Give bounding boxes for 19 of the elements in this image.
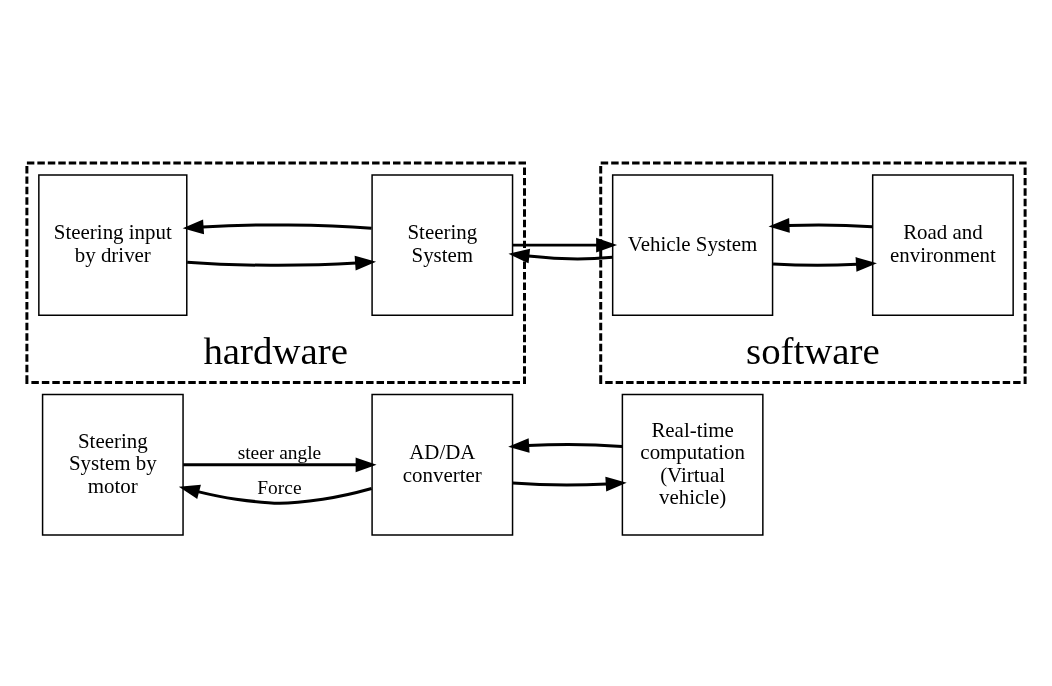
arrow [512,237,618,253]
node-box: Steering System by motor [41,393,184,536]
arrow [772,257,877,272]
arrow [182,219,372,235]
node-box: Steering System [371,174,514,317]
edge-label: Force [257,476,302,498]
arrow [508,248,613,264]
arrow [187,255,377,271]
arrow [512,476,627,492]
node-box: AD/DA converter [371,393,514,536]
node-box: Steering input by driver [38,174,188,317]
arrow [768,218,873,233]
node-box: Vehicle System [611,174,774,317]
arrow [183,457,377,473]
node-box: Road and environment [871,174,1014,317]
edge-label: steer angle [237,442,322,464]
arrow [508,438,623,453]
arrow [178,484,373,505]
node-box: Real-time computation (Virtual vehicle) [621,393,764,536]
